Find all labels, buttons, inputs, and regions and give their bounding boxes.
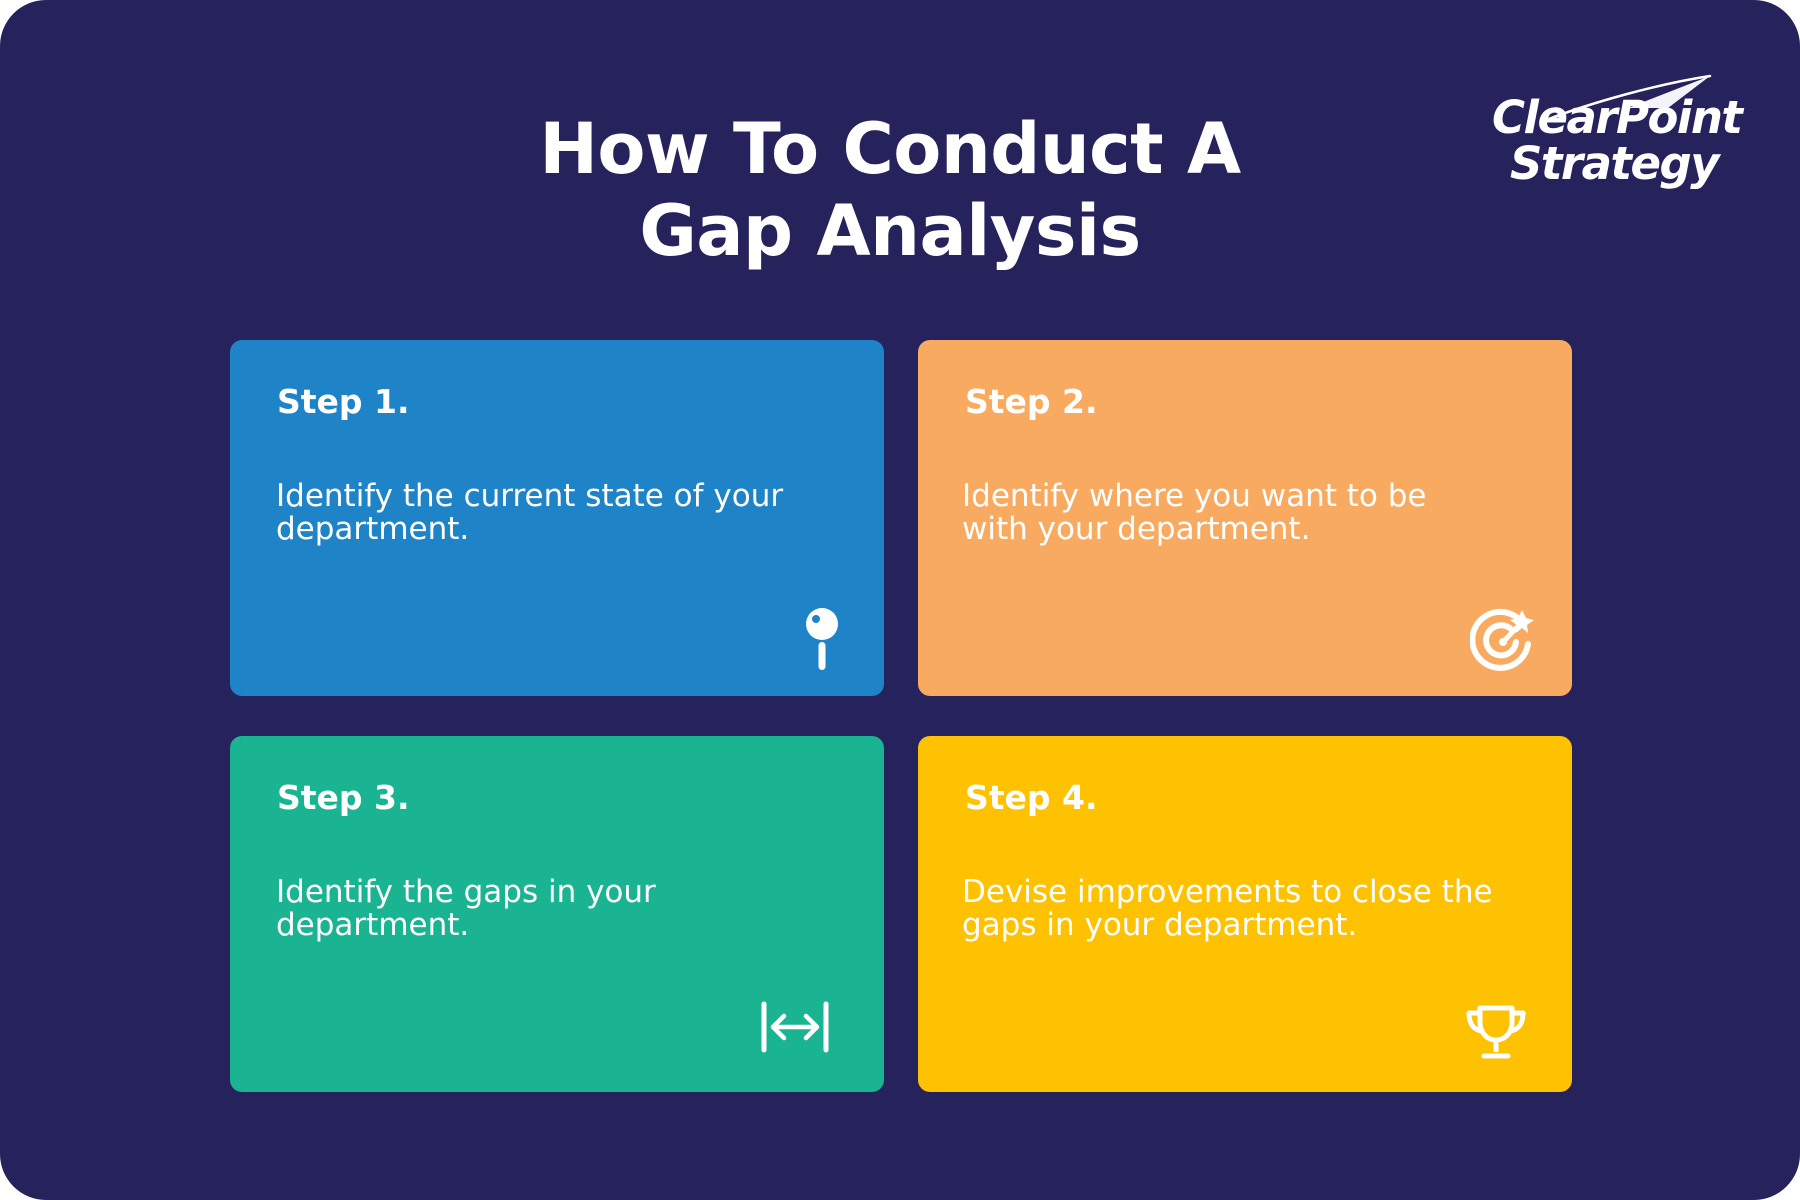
page-title: How To Conduct A Gap Analysis bbox=[390, 108, 1390, 272]
step-card-2: Step 2. Identify where you want to be wi… bbox=[918, 340, 1572, 696]
step-label: Step 1. bbox=[277, 382, 410, 421]
map-pin-icon bbox=[806, 608, 838, 670]
target-icon bbox=[1470, 608, 1534, 671]
logo-text-strategy: Strategy bbox=[1510, 137, 1720, 190]
trophy-icon bbox=[1466, 1005, 1526, 1059]
clearpoint-strategy-logo: ClearPoint Strategy bbox=[1488, 68, 1743, 198]
step-label: Step 3. bbox=[277, 778, 410, 817]
step-label: Step 2. bbox=[965, 382, 1098, 421]
step-card-4: Step 4. Devise improvements to close the… bbox=[918, 736, 1572, 1092]
step-description: Identify the current state of your depar… bbox=[276, 478, 784, 547]
logo-text-clearpoint: ClearPoint bbox=[1492, 91, 1743, 144]
step-card-3: Step 3. Identify the gaps in your depart… bbox=[230, 736, 884, 1092]
title-line-1: How To Conduct A bbox=[539, 108, 1241, 190]
step-label: Step 4. bbox=[965, 778, 1098, 817]
step-description: Identify the gaps in your department. bbox=[276, 874, 656, 943]
title-line-2: Gap Analysis bbox=[639, 190, 1141, 272]
step-description: Devise improvements to close the gaps in… bbox=[962, 874, 1493, 943]
gap-arrows-icon bbox=[761, 1001, 829, 1053]
logo-swoosh-icon bbox=[1544, 74, 1712, 122]
step-card-1: Step 1. Identify the current state of yo… bbox=[230, 340, 884, 696]
step-description: Identify where you want to be with your … bbox=[962, 478, 1427, 547]
